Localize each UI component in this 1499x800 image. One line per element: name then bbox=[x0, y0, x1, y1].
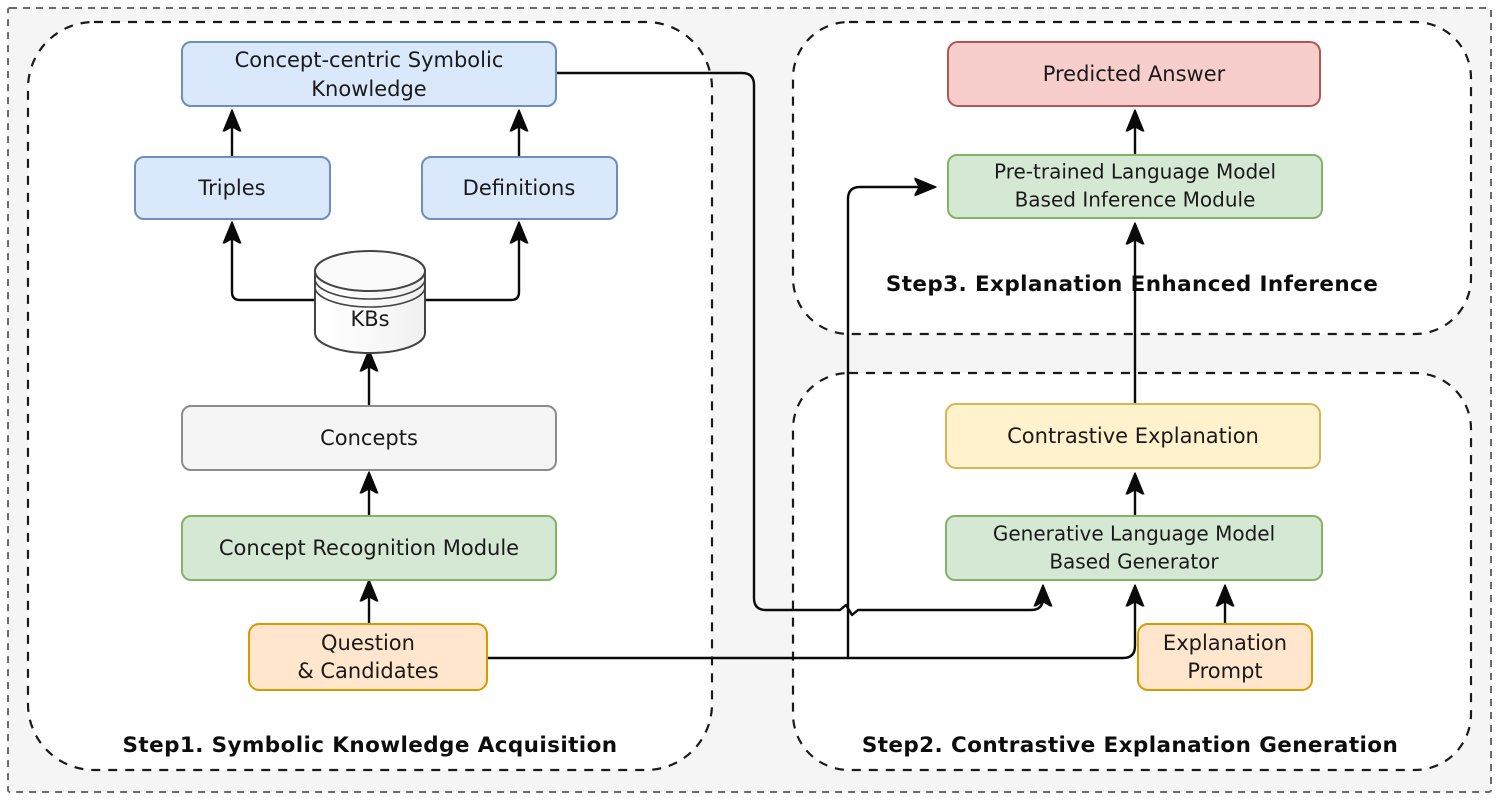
node-kbs-ring-1 bbox=[314, 278, 426, 300]
node-contrastive-explanation-box[interactable] bbox=[945, 403, 1321, 469]
node-explanation-prompt-box[interactable] bbox=[1137, 623, 1313, 691]
node-inference-module[interactable]: Pre-trained Language Model Based Inferen… bbox=[947, 154, 1323, 219]
node-kbs-label: KBs bbox=[350, 307, 389, 331]
node-symbolic-knowledge[interactable]: Concept-centric Symbolic Knowledge bbox=[181, 41, 557, 107]
node-question-candidates-box[interactable] bbox=[248, 623, 488, 691]
node-question-candidates[interactable]: Question & Candidates bbox=[248, 623, 488, 691]
node-concept-recognition-label: Concept Recognition Module bbox=[219, 536, 519, 560]
node-generator[interactable]: Generative Language Model Based Generato… bbox=[945, 515, 1323, 581]
node-triples-label: Triples bbox=[197, 176, 265, 200]
node-generator-box[interactable] bbox=[945, 515, 1323, 581]
edge-kbs-to-triples bbox=[232, 224, 316, 302]
node-kbs-body[interactable] bbox=[314, 270, 426, 354]
node-contrastive-explanation[interactable]: Contrastive Explanation bbox=[945, 403, 1321, 469]
node-explanation-prompt-line2: Prompt bbox=[1187, 659, 1262, 683]
node-concepts[interactable]: Concepts bbox=[181, 405, 557, 471]
step3-label: Step3. Explanation Enhanced Inference bbox=[886, 272, 1378, 297]
node-generator-line1: Generative Language Model bbox=[993, 522, 1275, 546]
node-concepts-box[interactable] bbox=[181, 405, 557, 471]
node-kbs[interactable]: KBs bbox=[314, 250, 426, 354]
node-concepts-label: Concepts bbox=[320, 426, 418, 450]
node-explanation-prompt-line1: Explanation bbox=[1163, 631, 1287, 655]
node-inference-module-box[interactable] bbox=[947, 154, 1323, 219]
node-triples-box[interactable] bbox=[134, 156, 331, 220]
edge-layer bbox=[232, 71, 1225, 660]
step2-label: Step2. Contrastive Explanation Generatio… bbox=[862, 733, 1398, 758]
node-inference-module-line2: Based Inference Module bbox=[1015, 188, 1256, 212]
node-symbolic-knowledge-line1: Concept-centric Symbolic bbox=[235, 48, 504, 72]
node-question-candidates-line1: Question bbox=[321, 631, 415, 655]
edge-question-to-generator bbox=[485, 587, 1135, 660]
node-explanation-prompt[interactable]: Explanation Prompt bbox=[1137, 623, 1313, 691]
step1-label: Step1. Symbolic Knowledge Acquisition bbox=[123, 733, 618, 758]
node-predicted-answer[interactable]: Predicted Answer bbox=[947, 41, 1321, 107]
node-concept-recognition-box[interactable] bbox=[181, 515, 557, 581]
node-triples[interactable]: Triples bbox=[134, 156, 331, 220]
node-definitions-box[interactable] bbox=[421, 156, 618, 220]
edge-symbolic-to-generator bbox=[554, 71, 1043, 617]
node-predicted-answer-box[interactable] bbox=[947, 41, 1321, 107]
edge-question-to-inference bbox=[846, 187, 934, 660]
node-contrastive-explanation-label: Contrastive Explanation bbox=[1007, 424, 1259, 448]
node-kbs-ring-2 bbox=[314, 286, 426, 308]
edge-kbs-to-definitions bbox=[424, 224, 519, 302]
node-predicted-answer-label: Predicted Answer bbox=[1043, 62, 1226, 86]
node-question-candidates-line2: & Candidates bbox=[297, 659, 438, 683]
node-definitions[interactable]: Definitions bbox=[421, 156, 618, 220]
node-concept-recognition[interactable]: Concept Recognition Module bbox=[181, 515, 557, 581]
node-symbolic-knowledge-line2: Knowledge bbox=[311, 77, 426, 101]
node-generator-line2: Based Generator bbox=[1049, 550, 1219, 574]
node-kbs-top bbox=[314, 250, 426, 292]
node-definitions-label: Definitions bbox=[463, 176, 576, 200]
node-symbolic-knowledge-box[interactable] bbox=[181, 41, 557, 107]
node-inference-module-line1: Pre-trained Language Model bbox=[994, 160, 1276, 184]
